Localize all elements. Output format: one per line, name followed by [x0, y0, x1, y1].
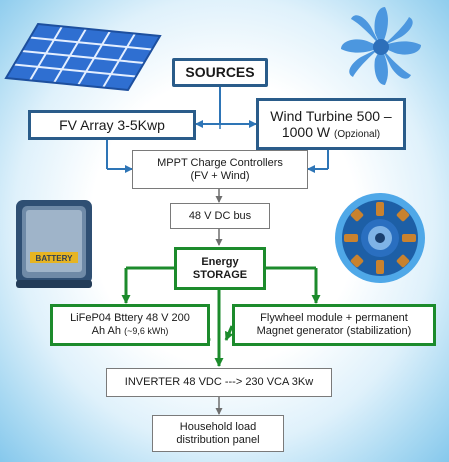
household-line1: Household load: [179, 420, 257, 433]
sources-arrows: [106, 87, 329, 173]
sources-label: SOURCES: [185, 64, 255, 81]
household-box: Household load distribution panel: [152, 415, 284, 452]
battery-icon: BATTERY: [16, 200, 92, 288]
pv-array-box: FV Array 3-5Kwp: [28, 110, 196, 140]
inverter-label: INVERTER 48 VDC ---> 230 VCA 3Kw: [124, 376, 314, 389]
energy-storage-box: Energy STORAGE: [174, 247, 266, 290]
solar-panel-icon: [4, 22, 162, 92]
flywheel-line1: Flywheel module + permanent: [260, 312, 408, 325]
battery-icon-label: BATTERY: [36, 254, 74, 263]
mppt-box: MPPT Charge Controllers (FV + Wind): [132, 150, 308, 189]
wind-turbine-box: Wind Turbine 500 – 1000 W (Opzional): [256, 98, 406, 150]
mppt-line1: MPPT Charge Controllers: [157, 156, 283, 169]
flywheel-generator-icon: [335, 193, 425, 283]
mppt-line2: (FV + Wind): [190, 169, 250, 182]
wind-fan-icon: [341, 7, 421, 85]
flywheel-line2: Magnet generator (stabilization): [256, 325, 412, 337]
pv-array-label: FV Array 3-5Kwp: [59, 116, 165, 133]
energy-storage-line1: Energy: [201, 255, 239, 268]
sources-box: SOURCES: [172, 58, 268, 87]
flywheel-box: Flywheel module + permanent Magnet gener…: [232, 304, 436, 346]
household-line2: distribution panel: [176, 433, 260, 446]
wind-turbine-power: 1000 W: [281, 123, 331, 140]
wind-turbine-label: Wind Turbine 500 –: [270, 107, 392, 124]
battery-box: LiFeP04 Bttery 48 V 200 Ah Ah (~9,6 kWh): [50, 304, 210, 346]
battery-line1: LiFeP04 Bttery 48 V 200: [70, 312, 190, 325]
dc-bus-box: 48 V DC bus: [170, 203, 270, 229]
battery-capacity: Ah Ah: [91, 325, 122, 337]
inverter-box: INVERTER 48 VDC ---> 230 VCA 3Kw: [106, 368, 332, 397]
dc-bus-label: 48 V DC bus: [188, 209, 252, 222]
energy-storage-line2: STORAGE: [192, 268, 248, 281]
battery-kwh: (~9,6 kWh): [124, 326, 169, 336]
wind-turbine-optional: (Opzional): [334, 128, 381, 140]
